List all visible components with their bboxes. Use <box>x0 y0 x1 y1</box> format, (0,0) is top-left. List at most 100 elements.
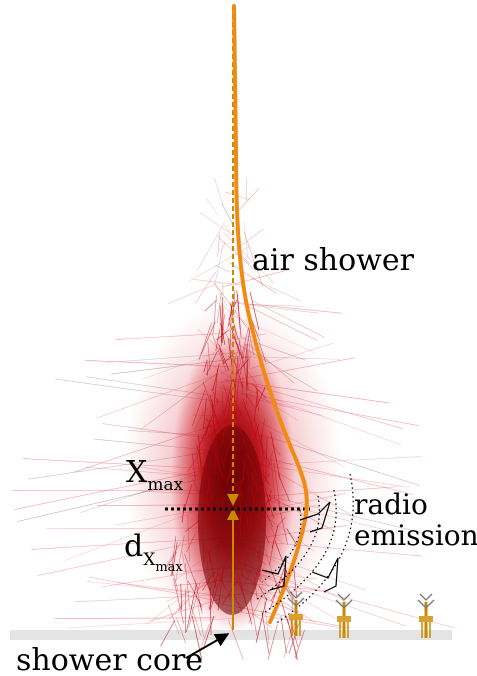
dense-particle-track <box>218 347 225 365</box>
particle-track <box>217 236 256 272</box>
dense-particle-track <box>237 294 241 330</box>
dense-particle-track <box>210 565 225 610</box>
dense-particle-track <box>212 446 224 478</box>
dense-particle-track <box>202 398 219 442</box>
dense-particle-track <box>236 407 247 436</box>
dense-particle-track <box>226 444 236 487</box>
dense-particle-track <box>248 592 264 624</box>
dense-particle-track <box>227 479 243 496</box>
particle-track <box>200 212 230 233</box>
dense-particle-track <box>261 610 270 654</box>
particle-track <box>214 177 224 205</box>
dense-particle-track <box>271 571 282 597</box>
dense-particle-track <box>207 501 212 526</box>
particle-track <box>251 300 325 338</box>
dense-particle-track <box>221 496 224 507</box>
dense-particle-track <box>205 350 218 376</box>
dense-particle-track <box>201 518 205 564</box>
xmax-label-main: X <box>126 455 148 490</box>
dense-particle-track <box>196 451 200 472</box>
dense-particle-track <box>201 501 209 522</box>
dense-particle-track <box>238 338 249 388</box>
dense-particle-track <box>195 594 205 638</box>
dense-particle-track <box>254 505 267 551</box>
dense-particle-track <box>254 420 258 470</box>
dense-particle-track <box>209 572 220 590</box>
dense-particle-track <box>228 619 244 660</box>
dense-particle-track <box>262 544 279 589</box>
air-shower-label: air shower <box>252 243 415 278</box>
dense-particle-track <box>184 553 198 589</box>
dxmax-label: dXmax <box>124 529 183 575</box>
dense-particle-track <box>258 585 267 601</box>
dense-particle-track <box>196 513 205 557</box>
dense-particle-track <box>187 455 199 472</box>
dense-particle-track <box>243 365 257 384</box>
dense-particle-track <box>243 463 245 481</box>
dense-particle-track <box>222 426 225 444</box>
dense-particle-track <box>198 434 203 484</box>
dense-particle-track <box>237 327 249 374</box>
dense-particle-track <box>209 457 218 479</box>
particle-track <box>167 284 215 304</box>
dense-particle-track <box>236 372 244 390</box>
dense-particle-track <box>257 550 260 563</box>
dense-particle-track <box>223 376 234 417</box>
dense-particle-track <box>175 535 185 582</box>
dense-particle-track <box>215 328 221 352</box>
dense-particle-track <box>286 616 299 660</box>
dxmax-label-sub: X <box>143 550 156 570</box>
dense-particle-track <box>233 324 239 340</box>
xmax-label: Xmax <box>126 455 184 495</box>
dxmax-label-subsub: max <box>155 560 183 575</box>
dense-particle-track <box>192 390 206 426</box>
dense-particle-track <box>286 528 298 546</box>
dense-particle-track <box>223 384 234 416</box>
xmax-arrow-down-icon <box>227 494 239 506</box>
dense-particle-track <box>259 497 272 510</box>
dense-particle-track <box>185 519 201 532</box>
particle-track <box>234 247 251 265</box>
dense-particle-track <box>220 314 226 343</box>
dense-particle-track <box>190 605 202 636</box>
dense-particle-track <box>246 343 249 391</box>
dense-particle-track <box>185 534 196 553</box>
dense-particle-track <box>186 583 197 632</box>
dense-particle-track <box>165 542 181 567</box>
dense-particle-track <box>187 580 203 608</box>
dense-particle-track <box>270 431 281 481</box>
dense-particle-track <box>204 426 220 453</box>
particle-track <box>220 241 226 252</box>
dense-particle-track <box>177 600 184 612</box>
radio-pulse-icons <box>261 501 339 593</box>
dense-particle-track <box>228 464 233 482</box>
dense-particle-track <box>244 458 256 507</box>
dense-particle-track <box>289 616 299 647</box>
dense-particle-track <box>198 322 212 361</box>
dense-particle-track <box>256 490 272 531</box>
dense-particle-track <box>279 577 294 601</box>
dense-particle-track <box>214 434 218 473</box>
dense-particle-track <box>230 350 244 388</box>
dense-particle-track <box>227 525 241 556</box>
dense-particle-track <box>236 484 244 499</box>
dense-particle-track <box>230 397 242 433</box>
dense-particle-track <box>270 442 281 456</box>
dense-particle-track <box>219 452 228 482</box>
dense-particle-track <box>244 515 254 559</box>
dense-particle-track <box>252 552 267 565</box>
dense-particle-track <box>196 445 207 482</box>
dense-particle-track <box>187 514 190 563</box>
dense-particle-track <box>248 509 253 534</box>
dense-particle-track <box>235 379 239 418</box>
dense-particle-track <box>243 569 253 587</box>
dense-particle-track <box>213 429 217 446</box>
dense-particle-track <box>255 597 268 643</box>
dense-particle-track <box>270 458 276 503</box>
dense-particle-track <box>209 527 213 563</box>
dense-particle-track <box>288 618 301 654</box>
particle-track <box>243 221 249 260</box>
shower-front-curve <box>232 4 309 624</box>
dense-particle-track <box>203 398 207 429</box>
dense-particle-track <box>248 350 251 368</box>
